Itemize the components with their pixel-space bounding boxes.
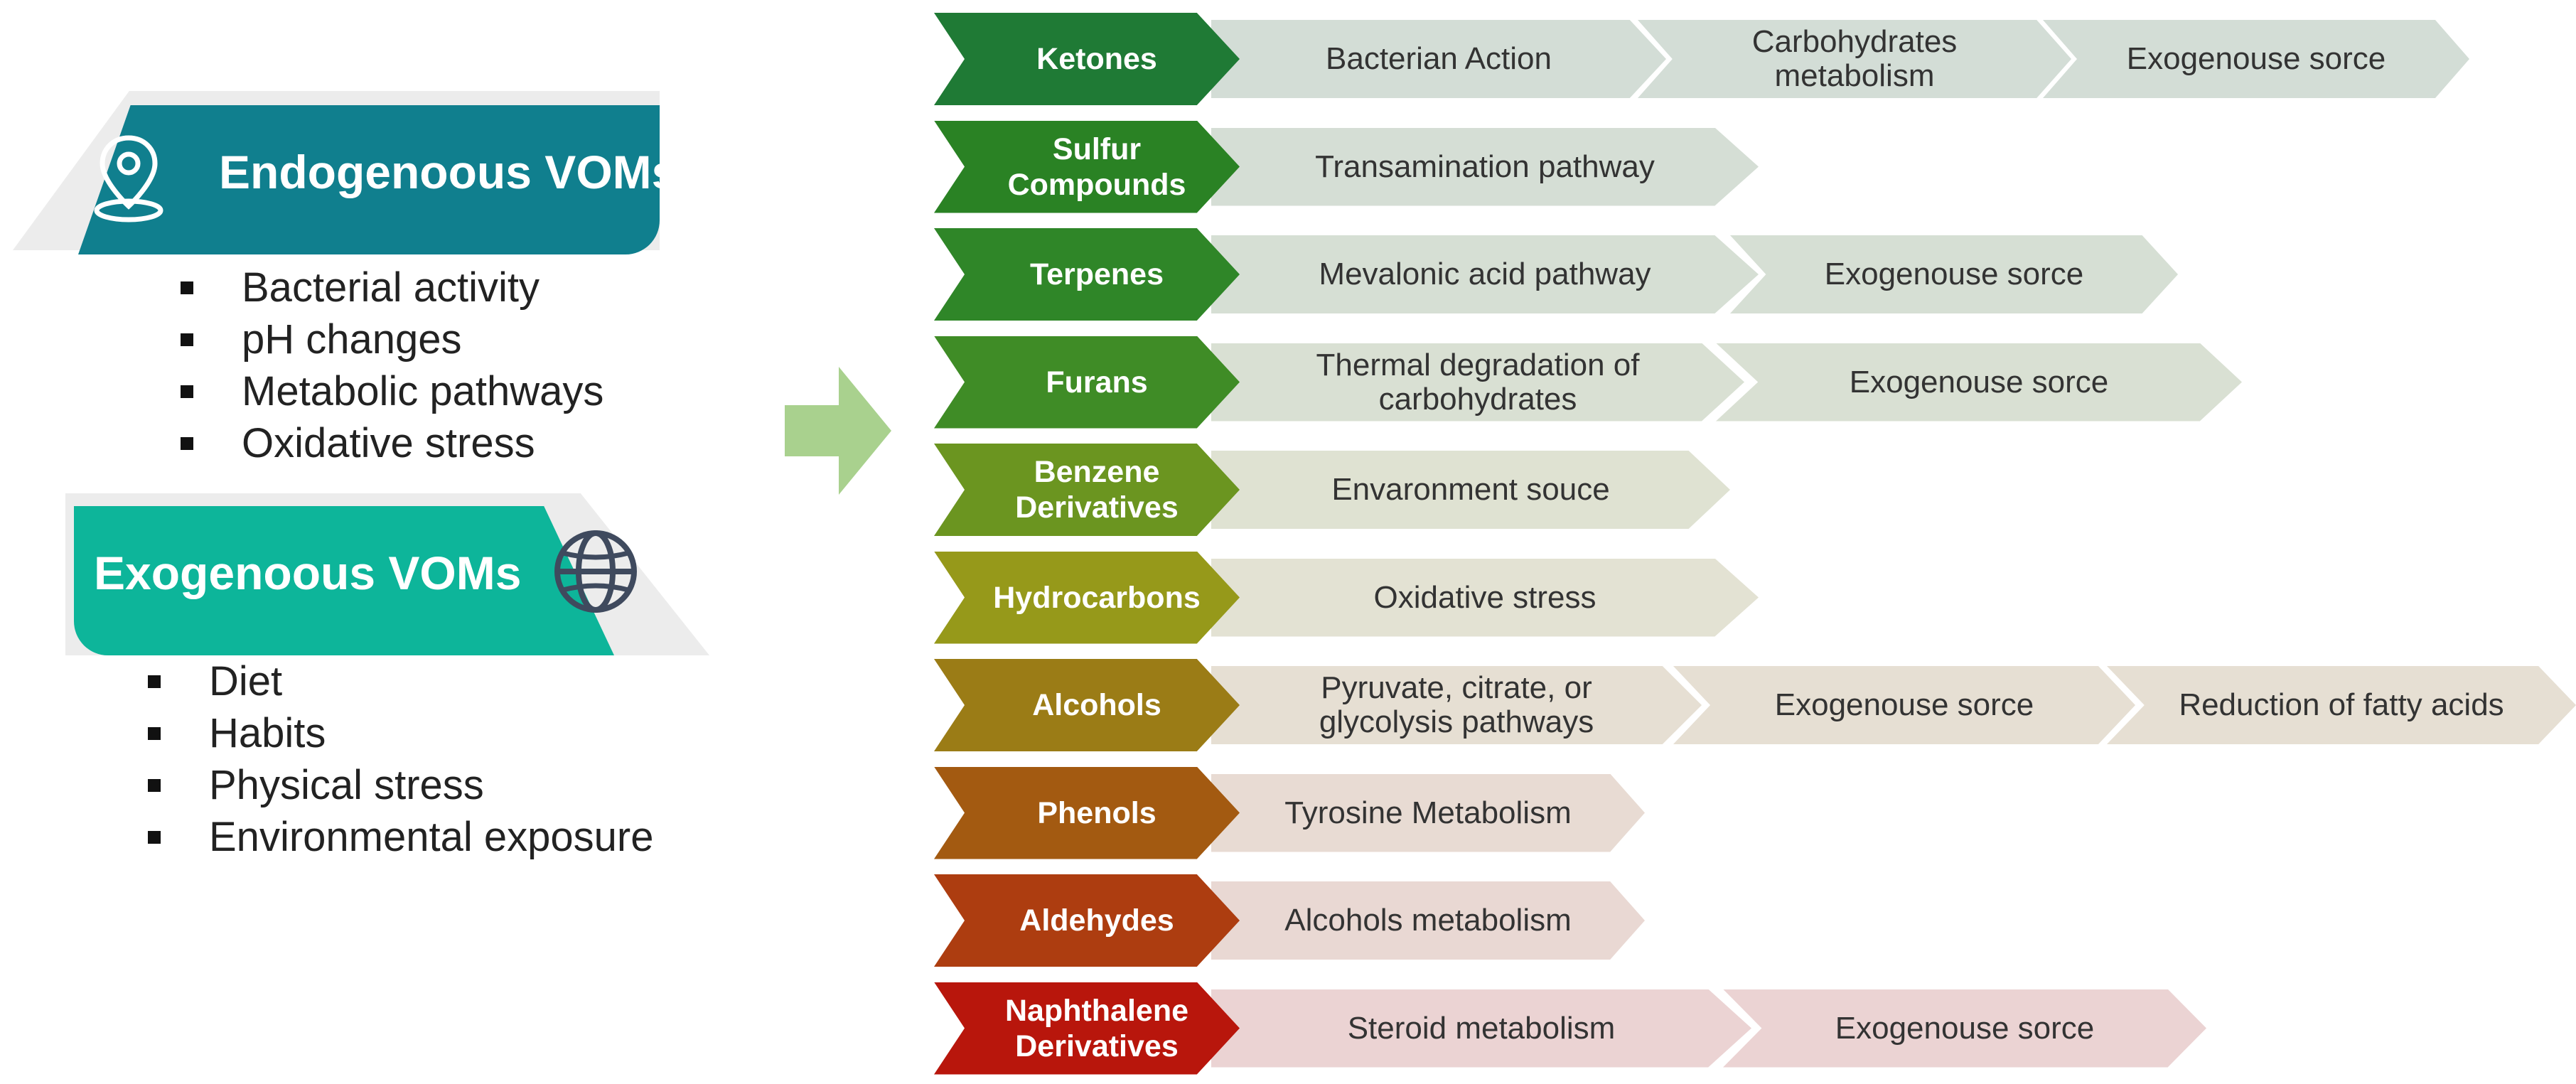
category-label: Phenols [1037,795,1156,830]
category-chevron [934,444,1240,536]
endogenous-title: Endogenoous VOMs [219,146,678,198]
category-chevron [934,874,1240,967]
pathway-chip: Mevalonic acid pathway [1211,235,1759,313]
list-item: Diet [148,655,653,707]
pathway-chip: Exogenouse sorce [1723,989,2206,1068]
pathway-label: Tyrosine Metabolism [1284,795,1572,830]
list-item: pH changes [181,313,603,365]
pathway-chip: Oxidative stress [1211,558,1759,637]
pathway-label: Carbohydrates metabolism [1751,24,1958,93]
pathway-label: Exogenouse sorce [2126,41,2386,76]
endogenous-header-bar [78,105,660,254]
category-chevron [934,766,1240,859]
category-chevron [934,13,1240,105]
pathway-chip: Reduction of fatty acids [2107,666,2576,744]
endogenous-list: Bacterial activity pH changes Metabolic … [181,262,603,469]
globe-icon [554,530,637,613]
category-label: Terpenes [1030,257,1164,291]
pathway-chip: Pyruvate, citrate, or glycolysis pathway… [1211,666,1702,744]
category-label: Benzene Derivatives [1015,455,1179,525]
right-arrow-icon [785,367,891,495]
category-label: Furans [1046,365,1148,399]
pathway-chip: Transamination pathway [1211,127,1759,206]
exogenous-list: Diet Habits Physical stress Environmenta… [148,655,653,863]
category-chevron [934,551,1240,644]
pathway-label: Exogenouse sorce [1835,1010,2095,1046]
list-item: Metabolic pathways [181,365,603,417]
pathway-chip: Tyrosine Metabolism [1211,773,1645,852]
exogenous-title: Exogenoous VOMs [94,547,522,599]
pathway-label: Exogenouse sorce [1824,257,2084,291]
pathway-label: Alcohols metabolism [1284,903,1572,938]
category-chevron [934,120,1240,213]
category-label: Naphthalene Derivatives [1004,993,1189,1063]
category-chevron [934,228,1240,321]
category-chevron [934,659,1240,751]
pathway-chip: Carbohydrates metabolism [1638,20,2071,98]
pathway-label: Bacterian Action [1326,41,1552,76]
category-label: Aldehydes [1019,903,1174,938]
pathway-chip: Exogenouse sorce [2043,20,2469,98]
pathway-chip: Alcohols metabolism [1211,881,1645,960]
endogenous-header: Endogenoous VOMs [13,91,677,254]
pathway-chip: Thermal degradation of carbohydrates [1211,343,1744,422]
list-item: Habits [148,707,653,759]
pathway-label: Envaronment souce [1331,472,1610,507]
exogenous-header-bar [74,506,614,655]
pathway-chip: Steroid metabolism [1211,989,1751,1068]
pathway-label: Mevalonic acid pathway [1319,257,1651,291]
pathway-label: Steroid metabolism [1347,1010,1616,1046]
pathway-label: Pyruvate, citrate, or glycolysis pathway… [1319,670,1594,739]
map-pin-icon [94,135,163,222]
list-item: Environmental exposure [148,811,653,863]
pathway-label: Oxidative stress [1373,579,1596,615]
pathway-label: Exogenouse sorce [1849,364,2109,399]
category-chevron [934,336,1240,429]
category-label: Ketones [1036,42,1157,76]
pathway-label: Reduction of fatty acids [2179,687,2504,722]
pathway-label: Exogenouse sorce [1774,687,2034,722]
pathway-chip: Exogenouse sorce [1716,343,2242,422]
pathway-chip: Exogenouse sorce [1730,235,2178,313]
list-item: Oxidative stress [181,417,603,469]
category-label: Alcohols [1032,688,1161,722]
list-item: Bacterial activity [181,262,603,313]
pathway-label: Transamination pathway [1315,149,1655,184]
category-label: Sulfur Compounds [1007,132,1186,202]
category-label: Hydrocarbons [993,580,1201,615]
exogenous-header: Exogenoous VOMs [65,493,709,655]
list-item: Physical stress [148,759,653,811]
pathway-chip: Envaronment souce [1211,451,1730,529]
pathway-chip: Exogenouse sorce [1673,666,2135,744]
pathway-chip: Bacterian Action [1211,20,1666,98]
category-chevron [934,982,1240,1075]
pathway-label: Thermal degradation of carbohydrates [1316,347,1640,417]
